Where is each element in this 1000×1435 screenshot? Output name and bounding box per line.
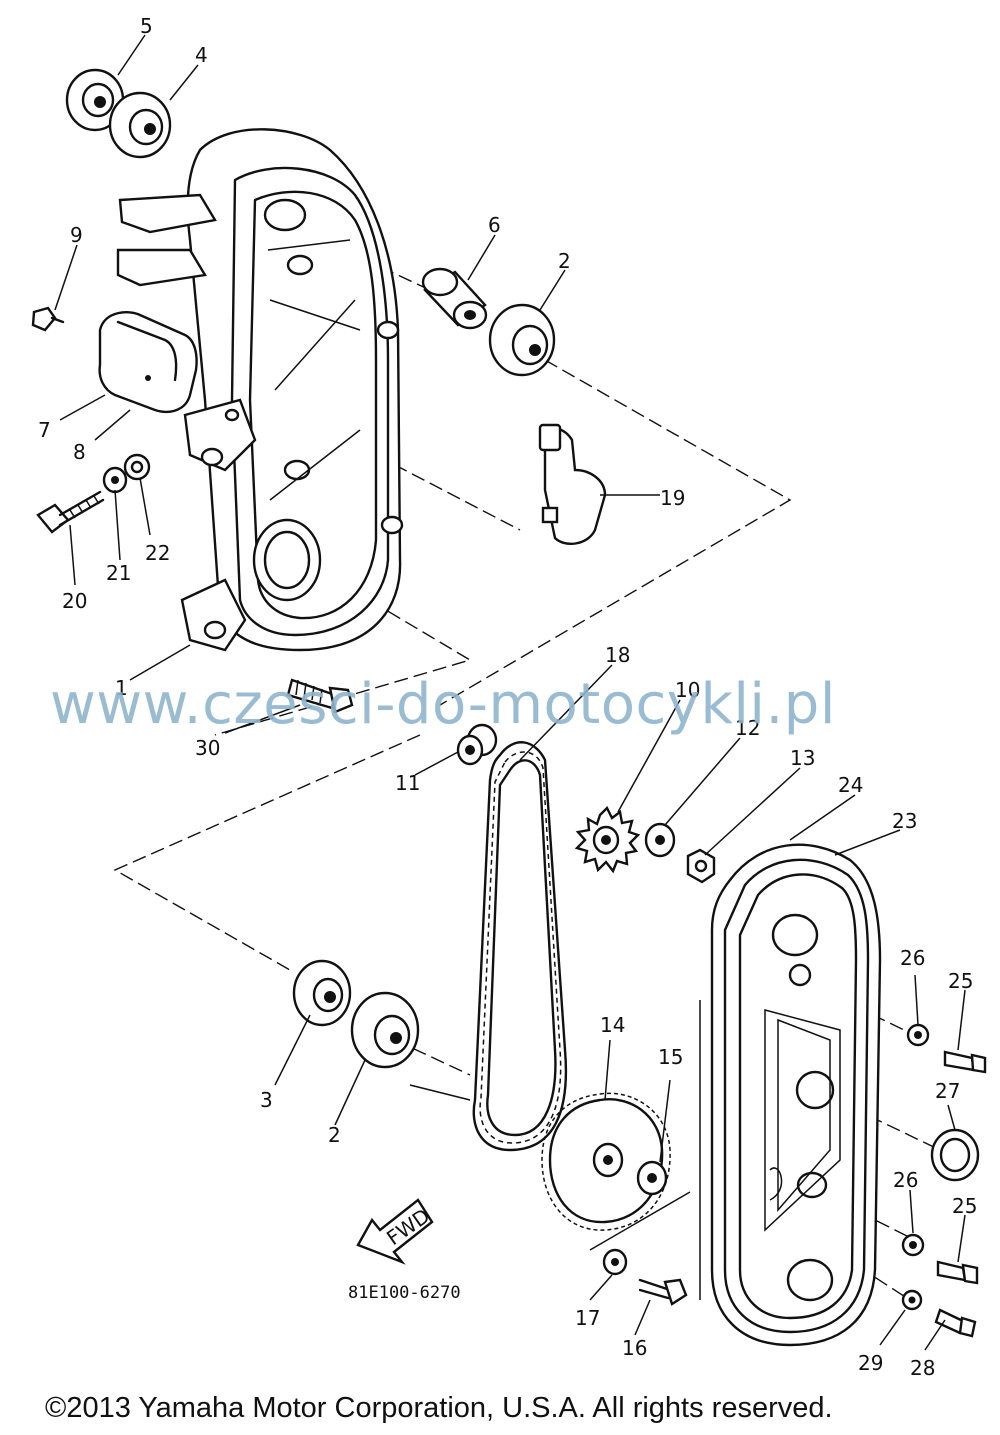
- callout-6: 6: [488, 213, 501, 237]
- bolt-16: [638, 1278, 688, 1306]
- washer-26-lower: [901, 1233, 925, 1257]
- callout-17: 17: [575, 1306, 600, 1330]
- callout-26b: 26: [893, 1168, 918, 1192]
- bolt-28: [934, 1308, 977, 1338]
- sprocket-14: [541, 1092, 671, 1231]
- collar-11: [456, 723, 498, 766]
- nut-17: [602, 1248, 628, 1276]
- callout-2a: 2: [558, 249, 571, 273]
- callout-5: 5: [140, 14, 153, 38]
- bearing-2-upper: [488, 303, 556, 377]
- callout-1: 1: [115, 676, 128, 700]
- callout-10: 10: [675, 678, 700, 702]
- callout-25b: 25: [952, 1194, 977, 1218]
- callout-18: 18: [605, 643, 630, 667]
- callout-21: 21: [106, 561, 131, 585]
- washer-21-22: [102, 453, 151, 494]
- callout-19: 19: [660, 486, 685, 510]
- watermark-url: www.czesci-do-motocykli.pl: [50, 672, 836, 737]
- callout-8: 8: [73, 440, 86, 464]
- callout-9: 9: [70, 223, 83, 247]
- callout-29: 29: [858, 1351, 883, 1375]
- bolt-30: [286, 678, 354, 714]
- callout-2b: 2: [328, 1123, 341, 1147]
- callout-22: 22: [145, 541, 170, 565]
- bearing-3: [292, 959, 352, 1027]
- callout-20: 20: [62, 589, 87, 613]
- bearing-2-lower: [350, 991, 420, 1069]
- washer-15: [636, 1160, 668, 1196]
- collar-6: [421, 267, 488, 330]
- callout-11: 11: [395, 771, 420, 795]
- washer-26-upper: [906, 1023, 930, 1047]
- washer-12: [644, 822, 676, 858]
- callout-15: 15: [658, 1045, 683, 1069]
- callout-12: 12: [735, 716, 760, 740]
- bolt-20: [36, 490, 105, 534]
- sprocket-10: [574, 805, 641, 874]
- callout-27: 27: [935, 1079, 960, 1103]
- nut-13: [686, 848, 716, 884]
- callout-25a: 25: [948, 969, 973, 993]
- drive-chain-18: [472, 741, 568, 1152]
- bolt-25-lower: [936, 1260, 979, 1285]
- chain-case-cover-23: [699, 843, 882, 1347]
- plug-27: [930, 1128, 980, 1182]
- bearing-4: [108, 91, 172, 159]
- forward-direction-arrow: FWD: [356, 1198, 434, 1265]
- callout-leaders: [54, 34, 966, 1351]
- callout-3: 3: [260, 1088, 273, 1112]
- callout-numbers: 5 4 6 2 9 7 8 19 20 21 22 1 30 11 18 10 …: [38, 14, 977, 1380]
- washer-29: [901, 1289, 923, 1311]
- bolt-9: [31, 306, 65, 332]
- callout-7: 7: [38, 418, 51, 442]
- chain-case-housing: [116, 128, 404, 652]
- callout-14: 14: [600, 1013, 625, 1037]
- callout-13: 13: [790, 746, 815, 770]
- chain-tensioner-19: [538, 423, 607, 546]
- callout-30: 30: [195, 736, 220, 760]
- callout-4: 4: [195, 43, 208, 67]
- callout-28: 28: [910, 1356, 935, 1380]
- callout-26a: 26: [900, 946, 925, 970]
- callout-16: 16: [622, 1336, 647, 1360]
- drawing-code: 81E100-6270: [348, 1283, 461, 1303]
- callout-23: 23: [892, 809, 917, 833]
- pad-7-8: [98, 311, 198, 414]
- callout-24: 24: [838, 773, 863, 797]
- bolt-25-upper: [943, 1050, 987, 1074]
- copyright-notice: ©2013 Yamaha Motor Corporation, U.S.A. A…: [45, 1392, 833, 1424]
